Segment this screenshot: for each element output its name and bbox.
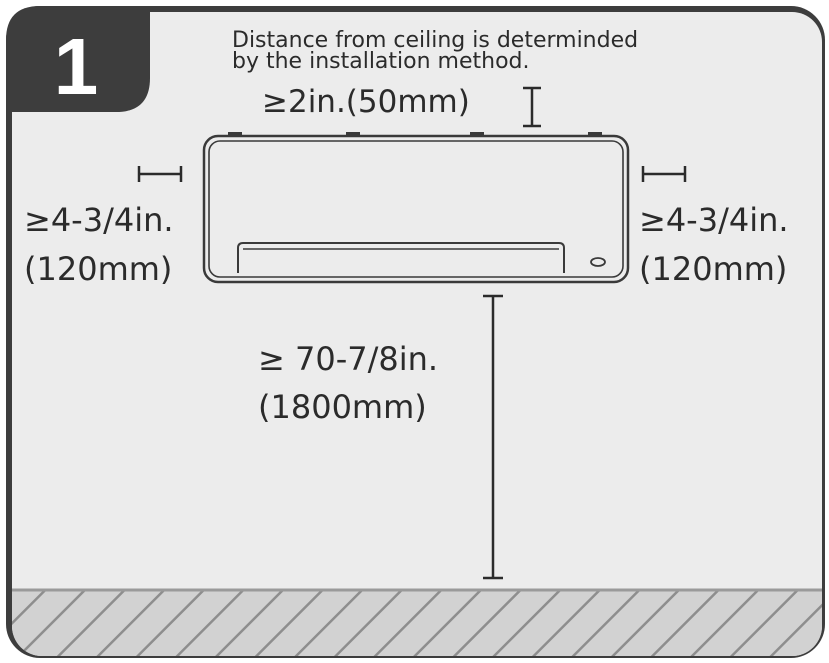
floor-clearance-label-line2: (1800mm) <box>258 388 427 426</box>
top-clearance-label: ≥2in.(50mm) <box>262 84 470 120</box>
wall-panel <box>12 12 822 656</box>
floor-clearance-label-line1: ≥ 70-7/8in. <box>258 340 438 378</box>
floor-clearance-marker-icon <box>483 294 503 580</box>
right-clearance-label-line2: (120mm) <box>639 250 787 288</box>
hatched-floor-icon <box>12 588 822 656</box>
ceiling-note-line1: Distance from ceiling is determinded <box>232 28 638 53</box>
air-conditioner-indoor-unit-icon <box>202 132 630 284</box>
left-clearance-label-line1: ≥4-3/4in. <box>24 201 174 239</box>
right-clearance-label-line1: ≥4-3/4in. <box>639 201 789 239</box>
left-clearance-label-line2: (120mm) <box>24 250 172 288</box>
left-clearance-marker-icon <box>137 166 183 182</box>
ceiling-note-line2: by the installation method. <box>232 49 530 74</box>
top-clearance-marker-icon <box>523 86 541 128</box>
step-number: 1 <box>54 22 99 111</box>
right-clearance-marker-icon <box>641 166 687 182</box>
step-badge: 1 <box>6 6 150 112</box>
